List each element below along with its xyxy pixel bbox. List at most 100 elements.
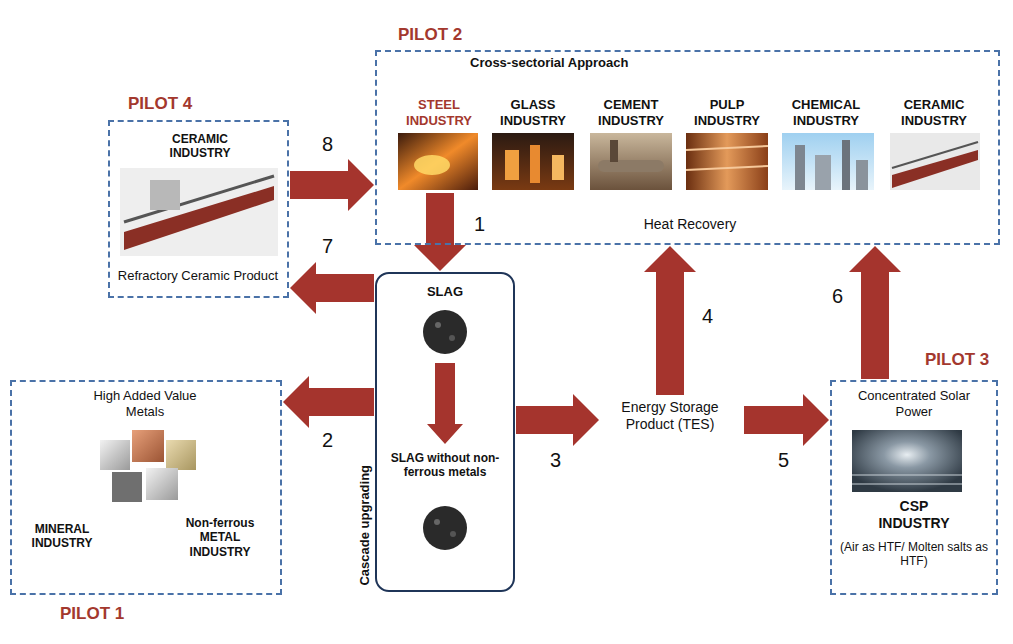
photo-ground xyxy=(686,133,768,190)
side-caption: Cascade upgrading xyxy=(357,465,373,586)
flow-arrow xyxy=(744,394,829,446)
industry-item: CERAMIC INDUSTRY xyxy=(886,95,983,192)
pilot-heading: PILOT 4 xyxy=(128,94,192,114)
kiln-photo xyxy=(120,168,278,256)
photo-ground xyxy=(590,133,672,190)
industry-item: GLASS INDUSTRY xyxy=(488,95,579,192)
photo-ground xyxy=(120,168,278,256)
pilot-box: High Added Value MetalsMINERAL INDUSTRY N… xyxy=(10,380,282,595)
metal-cube xyxy=(166,440,196,470)
node-text: CHEMICAL INDUSTRY xyxy=(780,97,872,128)
slag-picture xyxy=(423,310,467,550)
steel-photo xyxy=(398,133,478,190)
flow-arrow xyxy=(849,246,901,379)
node-text: Concentrated Solar Power xyxy=(846,388,982,419)
slag-lump xyxy=(423,506,467,550)
flow-arrow xyxy=(290,159,374,211)
pilot-box: PILOT 2Cross-sectorial ApproachHeat Reco… xyxy=(375,50,1000,245)
pilot-heading: PILOT 2 xyxy=(398,25,462,45)
node-text: Non-ferrous METAL INDUSTRY xyxy=(170,516,270,559)
cement-photo xyxy=(590,133,672,190)
glow xyxy=(530,145,540,183)
node-text: Refractory Ceramic Product xyxy=(112,268,284,284)
kiln-rollers xyxy=(124,186,274,250)
flow-arrow xyxy=(414,193,466,271)
node-text: CERAMIC INDUSTRY xyxy=(150,132,250,161)
heliostat-row xyxy=(852,475,962,476)
node-text: CERAMIC INDUSTRY xyxy=(888,97,980,128)
glow xyxy=(505,150,519,180)
metal-cube xyxy=(112,472,142,502)
kiln-housing xyxy=(150,180,180,210)
storage-label: Energy Storage Product (TES) xyxy=(600,396,743,442)
metal-cubes xyxy=(100,430,196,502)
node-text: CSP INDUSTRY xyxy=(874,498,954,532)
heliostat-row xyxy=(852,484,962,485)
tower xyxy=(795,145,805,190)
kiln-rail xyxy=(124,176,274,222)
node-text: SLAG without non-ferrous metals xyxy=(383,451,507,480)
chemical-photo xyxy=(782,133,874,190)
slag-grain xyxy=(435,322,441,328)
node-text: Energy Storage Product (TES) xyxy=(600,399,740,433)
node-text: PULP INDUSTRY xyxy=(684,97,770,128)
flow-arrow xyxy=(516,394,599,446)
ceramic-photo xyxy=(890,133,980,190)
glow xyxy=(552,155,564,180)
tower xyxy=(842,140,850,190)
slag-grain xyxy=(434,519,440,525)
slag-grain xyxy=(450,531,456,537)
flow-arrow xyxy=(290,262,374,314)
slag-item: SLAG xyxy=(405,282,488,362)
glass-photo xyxy=(492,133,574,190)
callout-number: 5 xyxy=(778,450,789,470)
photo-ground xyxy=(782,133,874,190)
callout-number: 3 xyxy=(550,450,561,470)
pilot-box: PILOT 3Concentrated Solar PowerCSP INDUS… xyxy=(830,380,998,595)
callout-number: 1 xyxy=(474,214,485,234)
slag-item: SLAG without non-ferrous metals xyxy=(383,448,510,558)
pulp-photo xyxy=(686,133,768,190)
node-text: GLASS INDUSTRY xyxy=(490,97,576,128)
pilot-box: PILOT 4CERAMIC INDUSTRYRefractory Cerami… xyxy=(108,120,289,298)
callout-number: 2 xyxy=(322,430,333,450)
photo-ground xyxy=(852,430,962,492)
photo-ground xyxy=(492,133,574,190)
tower xyxy=(856,160,868,190)
glow xyxy=(414,155,450,175)
flow-arrow xyxy=(283,376,374,428)
industry-item: PULP INDUSTRY xyxy=(682,95,773,192)
node-text: MINERAL INDUSTRY xyxy=(16,522,108,551)
kiln-rail xyxy=(892,142,978,168)
metal-cube xyxy=(132,430,164,462)
flow-arrow xyxy=(644,246,696,395)
callout-number: 4 xyxy=(702,306,713,326)
callout-number: 7 xyxy=(322,236,333,256)
node-text: SLAG xyxy=(405,284,485,300)
industry-item: STEEL INDUSTRY xyxy=(394,95,485,192)
industry-item: CEMENT INDUSTRY xyxy=(586,95,677,192)
industry-item: CHEMICAL INDUSTRY xyxy=(778,95,875,192)
slag-box: Cascade upgradingSLAGSLAG without non-fe… xyxy=(375,272,515,592)
pilot-heading: PILOT 3 xyxy=(925,350,989,370)
slag-lump xyxy=(423,310,467,354)
support xyxy=(610,140,618,162)
csp-photo xyxy=(852,430,962,492)
photo-ground xyxy=(398,133,478,190)
metal-cube xyxy=(100,440,130,470)
photo-ground xyxy=(890,133,980,190)
node-text: Cross-sectorial Approach xyxy=(470,55,628,71)
slag-grain xyxy=(449,335,455,341)
callout-number: 8 xyxy=(322,134,333,154)
node-text: Heat Recovery xyxy=(610,216,770,233)
node-text: CEMENT INDUSTRY xyxy=(588,97,674,128)
sheet-line xyxy=(686,146,768,150)
node-text: (Air as HTF/ Molten salts as HTF) xyxy=(838,540,990,569)
metal-cube xyxy=(146,468,178,500)
sheet-line xyxy=(686,166,768,170)
node-text: STEEL INDUSTRY xyxy=(396,97,482,128)
node-text: High Added Value Metals xyxy=(75,388,215,419)
tower xyxy=(815,155,831,190)
kiln-tube xyxy=(598,160,664,172)
